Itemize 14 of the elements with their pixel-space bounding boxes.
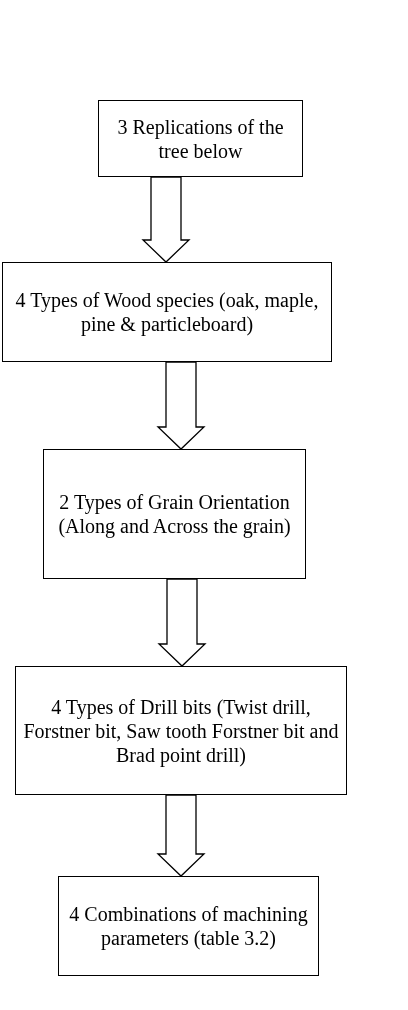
box-text: 4 Types of Wood species (oak, maple, pine & particleboard) [14, 288, 320, 336]
box-text: 4 Types of Drill bits (Twist drill, Forstner bit, Saw tooth Forstner bit and Brad point drill) [22, 694, 340, 767]
block-arrow [156, 794, 206, 877]
box-text: 3 Replications of the tree below [116, 114, 285, 163]
process-box [58, 876, 319, 976]
process-box [98, 100, 303, 177]
process-box [15, 666, 347, 795]
box-text: 4 Combinations of machining parameters (table 3.2) [68, 902, 309, 950]
block-arrow [157, 578, 207, 667]
block-arrow [156, 361, 206, 450]
process-box [43, 449, 306, 579]
box-text: 2 Types of Grain Orientation (Along and Across the grain) [57, 490, 292, 538]
block-arrow [141, 176, 191, 263]
process-box [2, 262, 332, 362]
